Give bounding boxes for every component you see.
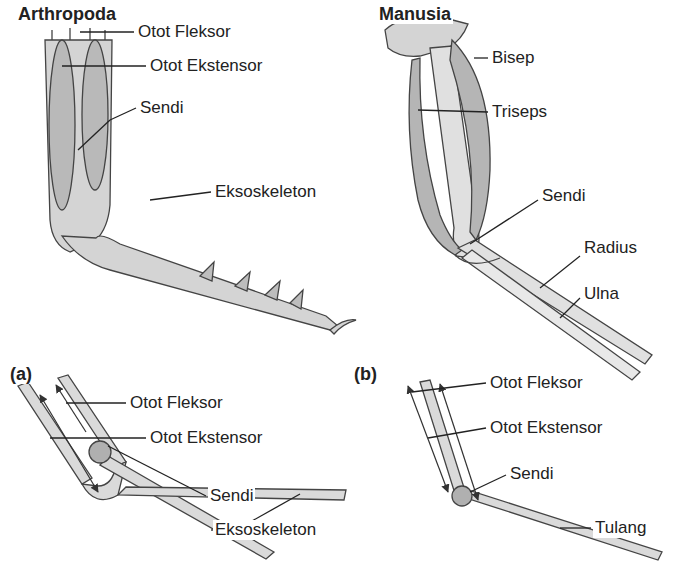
- part-label: Sendi: [138, 98, 185, 118]
- human-arm: [385, 17, 652, 381]
- part-label: Eksoskeleton: [213, 182, 318, 202]
- part-label: Triseps: [490, 102, 549, 122]
- part-label: Otot Fleksor: [136, 22, 233, 42]
- part-label: Otot Ekstensor: [148, 428, 264, 448]
- schematic-bone: [408, 380, 662, 560]
- part-label: Radius: [582, 238, 639, 258]
- schematic-exoskeleton: [18, 375, 346, 559]
- arthropod-leg: [45, 28, 356, 334]
- panel-label: (b): [352, 364, 379, 384]
- part-label: Tulang: [593, 518, 648, 538]
- part-label: Otot Fleksor: [488, 373, 585, 393]
- figure-title: Manusia: [377, 4, 453, 24]
- figure-title: Arthropoda: [16, 4, 118, 24]
- part-label: Sendi: [208, 486, 255, 506]
- part-label: Eksoskeleton: [213, 520, 318, 540]
- part-label: Sendi: [540, 186, 587, 206]
- part-label: Otot Ekstensor: [488, 418, 604, 438]
- part-label: Otot Fleksor: [128, 393, 225, 413]
- leader-lines: [50, 32, 591, 530]
- panel-label: (a): [8, 364, 34, 384]
- part-label: Bisep: [490, 48, 537, 68]
- part-label: Ulna: [582, 284, 621, 304]
- part-label: Sendi: [508, 464, 555, 484]
- part-label: Otot Ekstensor: [148, 56, 264, 76]
